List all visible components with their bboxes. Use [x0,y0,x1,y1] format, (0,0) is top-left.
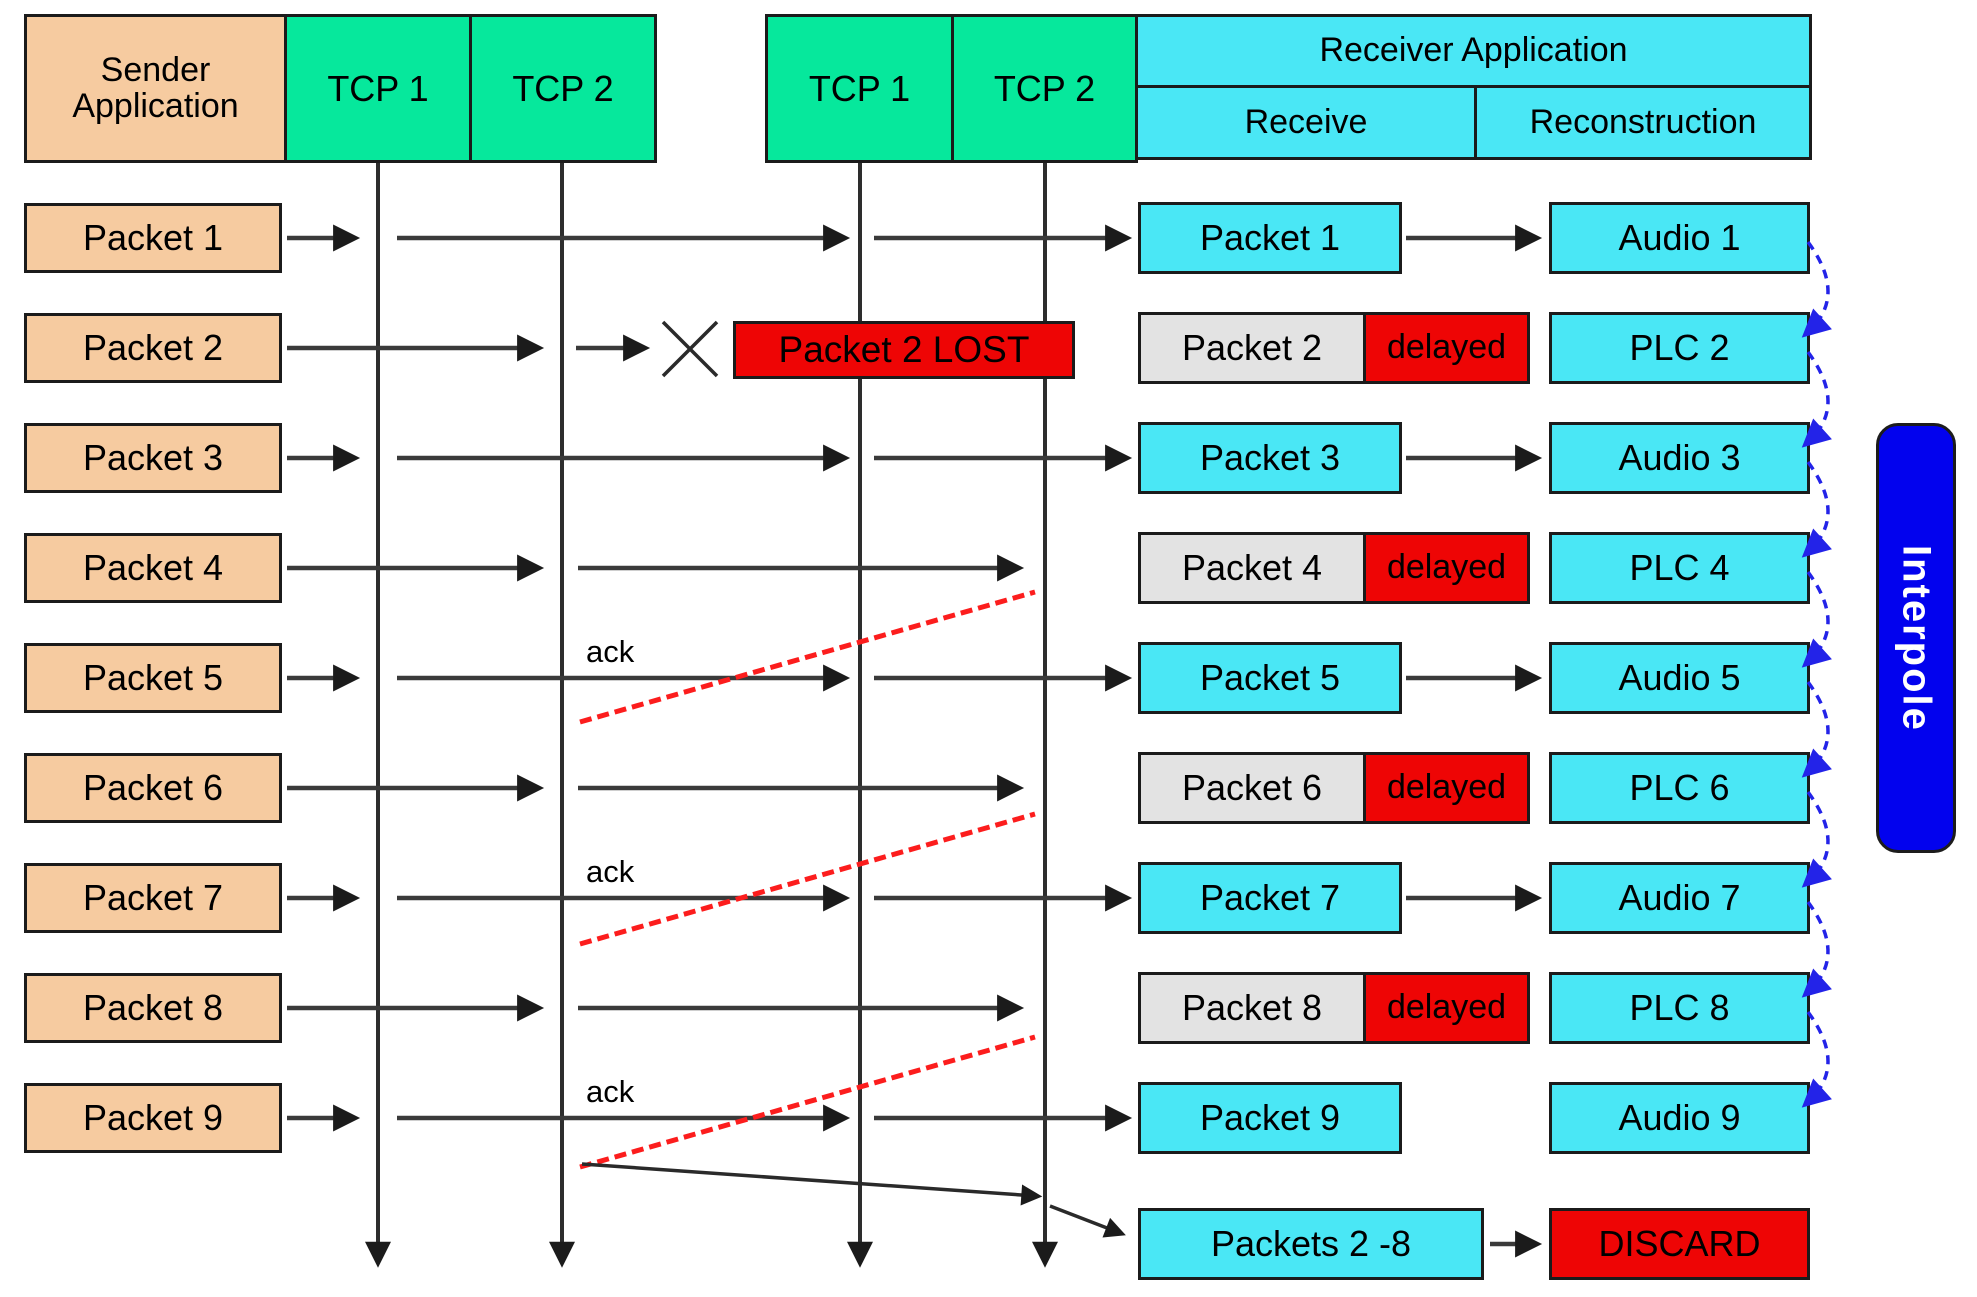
discard-box: DISCARD [1549,1208,1810,1280]
reconstruction-plc-2: PLC 2 [1549,312,1810,384]
reconstruction-plc-4: PLC 4 [1549,532,1810,604]
sender-packet-4: Packet 4 [24,533,282,603]
delayed-badge-8: delayed [1363,975,1527,1041]
receiver-application-header: Receiver Application [1135,14,1812,88]
receive-packet-4-label: Packet 4 [1181,547,1323,589]
receive-packet-5: Packet 5 [1138,642,1402,714]
delayed-badge-2: delayed [1363,315,1527,381]
receive-packet-6-delayed: Packet 6 delayed [1138,752,1530,824]
sender-packet-8: Packet 8 [24,973,282,1043]
ack-label-9: ack [586,1074,635,1109]
sender-packet-6: Packet 6 [24,753,282,823]
delayed-badge-4: delayed [1363,535,1527,601]
sender-packet-2: Packet 2 [24,313,282,383]
receive-packet-1: Packet 1 [1138,202,1402,274]
receiver-tcp2-header: TCP 2 [951,14,1138,163]
ack-label-7: ack [586,854,635,889]
receiver-tcp1-header: TCP 1 [765,14,954,163]
reconstruction-audio-9: Audio 9 [1549,1082,1810,1154]
sender-packet-5: Packet 5 [24,643,282,713]
reconstruction-audio-5: Audio 5 [1549,642,1810,714]
reconstruction-plc-8: PLC 8 [1549,972,1810,1044]
receive-packet-8-delayed: Packet 8 delayed [1138,972,1530,1044]
sender-tcp1-header: TCP 1 [284,14,472,163]
sender-application-header: Sender Application [24,14,287,163]
ack-label-5: ack [586,634,635,669]
sender-packet-1: Packet 1 [24,203,282,273]
receive-packet-4-delayed: Packet 4 delayed [1138,532,1530,604]
sender-tcp2-header: TCP 2 [469,14,657,163]
receive-packets-2-8: Packets 2 -8 [1138,1208,1484,1280]
delayed-badge-6: delayed [1363,755,1527,821]
receive-packet-9: Packet 9 [1138,1082,1402,1154]
interpole-badge: Interpole [1876,423,1956,853]
reconstruction-audio-1: Audio 1 [1549,202,1810,274]
receive-column-header: Receive [1135,85,1477,160]
sender-packet-9: Packet 9 [24,1083,282,1153]
reconstruction-column-header: Reconstruction [1474,85,1812,160]
sender-packet-7: Packet 7 [24,863,282,933]
receive-packet-2-label: Packet 2 [1181,327,1323,369]
reconstruction-audio-7: Audio 7 [1549,862,1810,934]
reconstruction-plc-6: PLC 6 [1549,752,1810,824]
receive-packet-8-label: Packet 8 [1181,987,1323,1029]
reconstruction-audio-3: Audio 3 [1549,422,1810,494]
receive-packet-7: Packet 7 [1138,862,1402,934]
packet-lost-box: Packet 2 LOST [733,321,1075,379]
sender-packet-3: Packet 3 [24,423,282,493]
receive-packet-2-delayed: Packet 2 delayed [1138,312,1530,384]
receive-packet-6-label: Packet 6 [1181,767,1323,809]
receive-packet-3: Packet 3 [1138,422,1402,494]
